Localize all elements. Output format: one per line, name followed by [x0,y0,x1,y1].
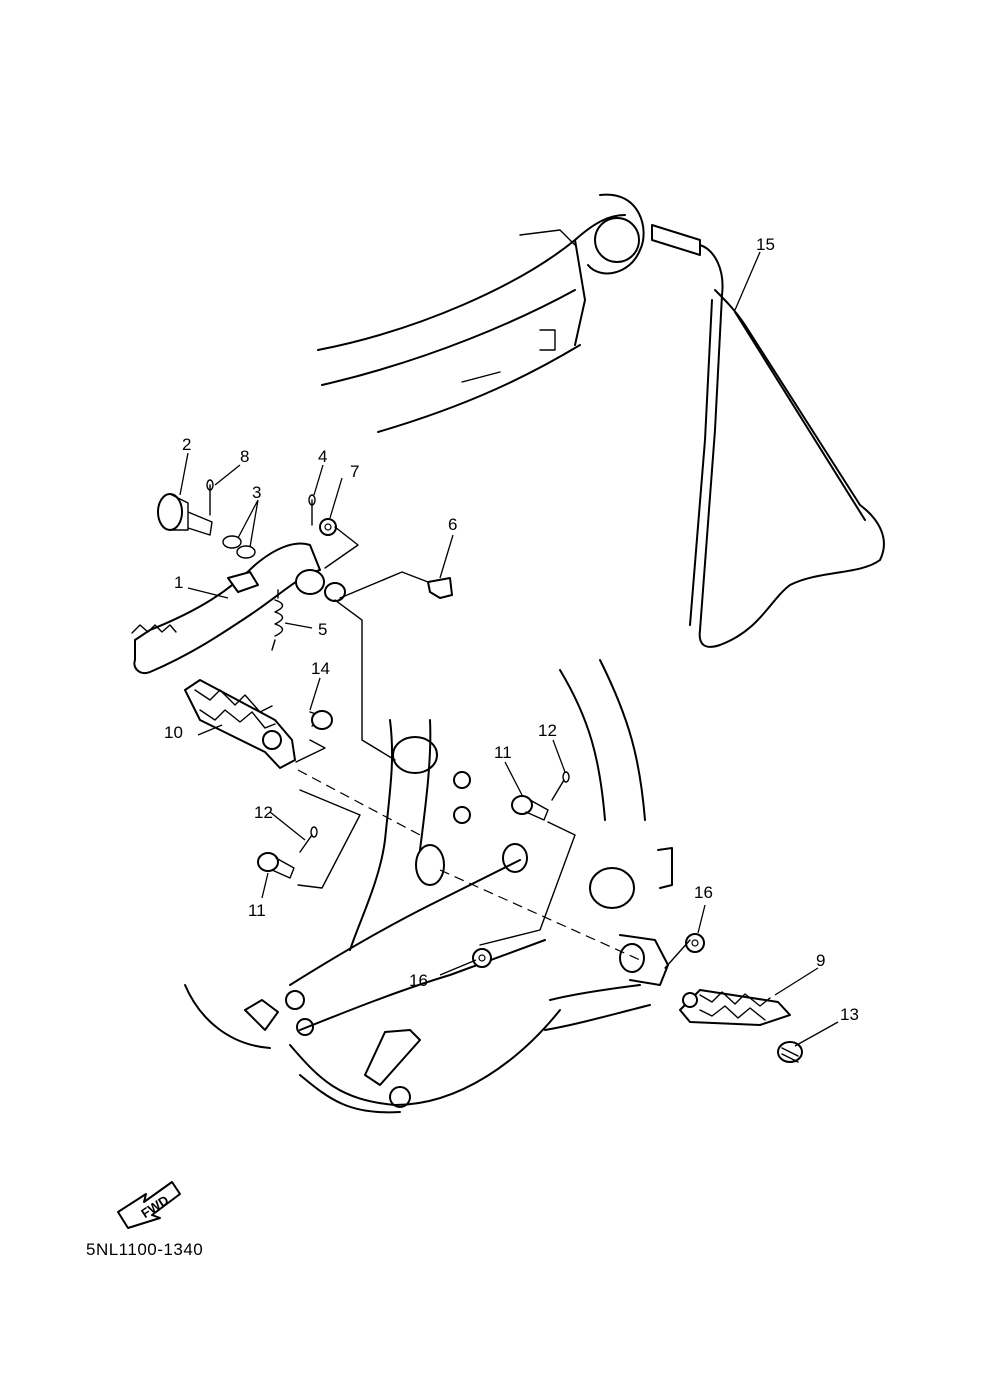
callout-6: 6 [448,515,457,534]
part-12-cotter-right [551,771,570,801]
callout-1: 1 [174,573,183,592]
part-14-spring [309,710,333,730]
callout-labels: 2 8 3 4 7 6 1 5 14 10 12 11 11 12 16 16 … [164,235,859,1024]
part-1-brake-pedal [131,542,346,674]
callout-7: 7 [350,462,359,481]
callout-4: 4 [318,447,327,466]
part-10-footrest-left [184,679,296,769]
swingarm-outline [317,193,645,433]
part-4-cotter-pin [308,494,316,526]
part-9-footrest-right [679,989,791,1026]
callout-12-right: 12 [538,721,557,740]
leader-lines [179,251,839,1047]
callout-11-left: 11 [248,901,266,920]
part-2-pivot-bolt [157,493,213,536]
callout-16-left: 16 [409,971,428,990]
part-16-nut-left [472,948,492,968]
part-11-pin-right [511,795,549,821]
assembly-lines [295,526,691,969]
diagram-reference-code: 5NL1100-1340 [86,1240,204,1259]
part-16-nut-right [685,933,705,953]
part-6-bracket [427,577,453,599]
callout-13: 13 [840,1005,859,1024]
forward-arrow-icon: FWD [117,1181,181,1229]
callout-5: 5 [318,620,327,639]
part-13-spring [777,1041,803,1063]
callout-3: 3 [252,483,261,502]
callout-10: 10 [164,723,183,742]
callout-12-left: 12 [254,803,273,822]
part-5-spring [271,589,284,651]
part-15-rear-stand [651,224,885,648]
callout-2: 2 [182,435,191,454]
callout-8: 8 [240,447,249,466]
part-3-o-rings [222,535,256,559]
callout-11-right: 11 [494,743,512,762]
part-12-cotter-left [299,826,318,853]
callout-16-right: 16 [694,883,713,902]
callout-9: 9 [816,951,825,970]
part-8-cotter-pin [206,479,214,516]
part-7-washer [319,518,337,536]
main-frame-outline [184,659,673,1114]
callout-15: 15 [756,235,775,254]
callout-14: 14 [311,659,330,678]
part-11-pin-left [257,852,295,879]
